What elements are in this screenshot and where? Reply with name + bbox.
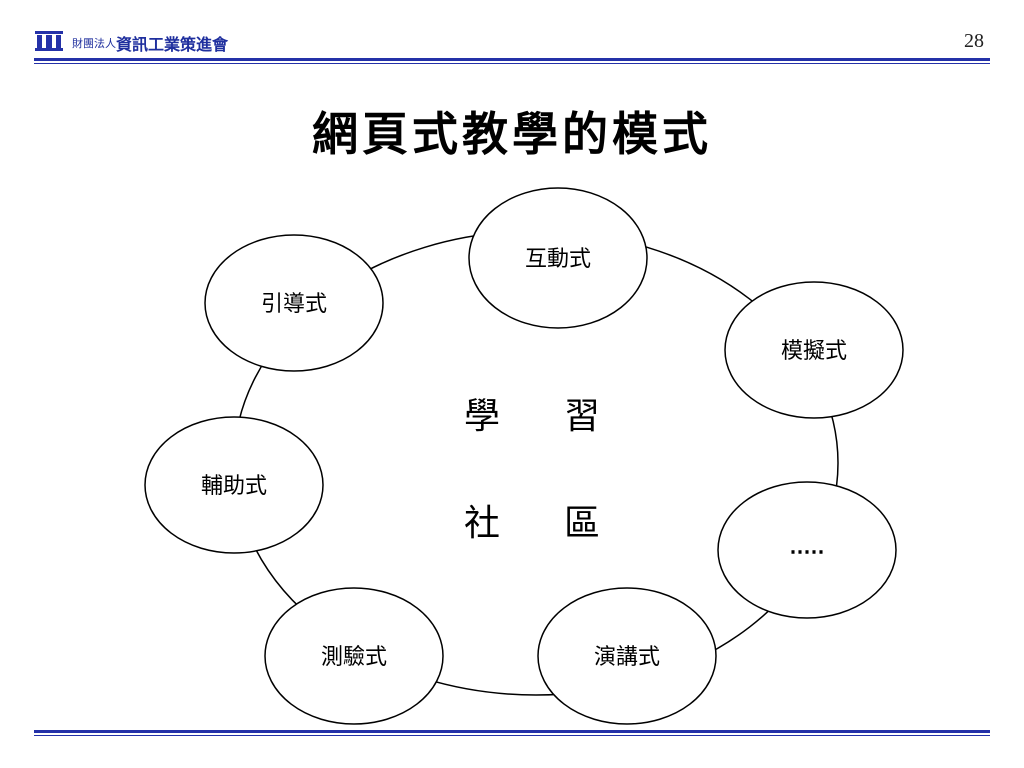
node-simulation-label: 模擬式 <box>781 339 847 364</box>
node-more-label: ‧‧‧‧‧ <box>790 540 825 566</box>
node-guided: 引導式 <box>204 234 384 372</box>
node-more: ‧‧‧‧‧ <box>717 481 897 619</box>
node-assist-label: 輔助式 <box>201 474 267 499</box>
institution-logo-icon <box>35 31 63 51</box>
node-simulation: 模擬式 <box>724 281 904 419</box>
center-char-2: 習 <box>564 396 600 437</box>
slide-title: 網頁式教學的模式 <box>312 107 712 161</box>
node-test-label: 測驗式 <box>321 645 387 670</box>
node-lecture: 演講式 <box>537 587 717 725</box>
slide-header: 財團法人 資訊工業策進會 28 <box>0 0 1024 70</box>
org-prefix: 財團法人 <box>72 37 116 50</box>
node-interactive: 互動式 <box>468 187 648 329</box>
node-assist: 輔助式 <box>144 416 324 554</box>
center-label: 學 習 社 區 <box>464 396 600 544</box>
node-interactive-label: 互動式 <box>525 247 591 272</box>
header-divider <box>34 58 990 64</box>
org-name: 資訊工業策進會 <box>116 35 229 54</box>
node-test: 測驗式 <box>264 587 444 725</box>
center-char-4: 區 <box>564 503 600 544</box>
center-char-3: 社 <box>464 503 500 544</box>
node-lecture-label: 演講式 <box>594 645 660 670</box>
footer-divider <box>34 730 990 736</box>
node-guided-label: 引導式 <box>261 292 327 317</box>
center-char-1: 學 <box>464 396 500 437</box>
page-number: 28 <box>964 30 984 52</box>
